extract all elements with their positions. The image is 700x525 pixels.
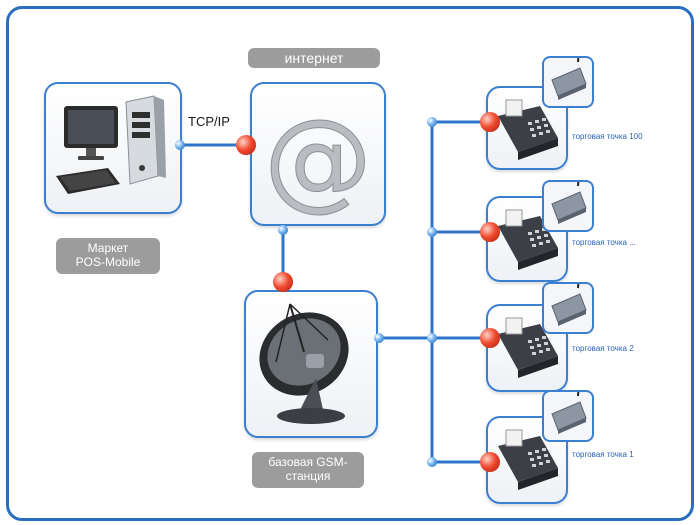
pos-mobile-computer-box bbox=[44, 82, 182, 214]
cash-register-icon bbox=[498, 99, 558, 160]
bus-node-1 bbox=[427, 117, 437, 127]
terminal-2-node bbox=[480, 328, 500, 348]
satellite-dish-icon bbox=[259, 303, 349, 424]
bus-node-4 bbox=[427, 457, 437, 467]
gsm-modem-icon bbox=[551, 263, 587, 326]
terminal-100-box bbox=[486, 86, 568, 170]
terminal-2-label: торговая точка 2 bbox=[572, 344, 634, 353]
gsm-station-label: базовая GSM- станция bbox=[252, 452, 364, 488]
bus-node-3 bbox=[427, 333, 437, 343]
gsm-right-node bbox=[374, 333, 384, 343]
terminal-100-modem bbox=[542, 37, 594, 108]
at-sign-icon: @ bbox=[264, 97, 373, 223]
svg-text:@: @ bbox=[264, 97, 372, 222]
gsm-modem-icon bbox=[551, 371, 587, 434]
internet-bottom-node bbox=[278, 225, 288, 235]
cash-register-icon bbox=[498, 317, 558, 378]
pos-mobile-label: Маркет POS-Mobile bbox=[56, 238, 160, 274]
pos-mobile-label-line1: Маркет bbox=[87, 241, 129, 255]
terminal-1-modem bbox=[542, 371, 594, 442]
terminal-2-modem bbox=[542, 263, 594, 334]
pc-connector-node bbox=[175, 140, 185, 150]
gsm-station-label-line2: станция bbox=[285, 469, 331, 483]
cash-register-icon bbox=[498, 429, 558, 490]
terminal-n-label: торговая точка ... bbox=[572, 238, 636, 247]
terminal-1-label: торговая точка 1 bbox=[572, 450, 634, 459]
internet-box: @ bbox=[250, 82, 386, 226]
gsm-station-label-line1: базовая GSM- bbox=[268, 455, 348, 469]
internet-label: интернет bbox=[248, 48, 380, 68]
gsm-modem-icon bbox=[551, 37, 587, 100]
terminal-100-label: торговая точка 100 bbox=[572, 132, 643, 141]
terminal-n-node bbox=[480, 222, 500, 242]
pos-mobile-label-line2: POS-Mobile bbox=[75, 255, 141, 269]
internet-tcp-node bbox=[236, 135, 256, 155]
terminal-n-modem bbox=[542, 161, 594, 232]
gsm-station-box bbox=[244, 290, 378, 438]
gsm-top-node bbox=[273, 272, 293, 292]
computer-icon bbox=[56, 95, 166, 194]
terminal-100-node bbox=[480, 112, 500, 132]
bus-node-2 bbox=[427, 227, 437, 237]
terminal-1-node bbox=[480, 452, 500, 472]
gsm-modem-icon bbox=[551, 161, 587, 224]
tcp-ip-label: TCP/IP bbox=[188, 114, 230, 129]
